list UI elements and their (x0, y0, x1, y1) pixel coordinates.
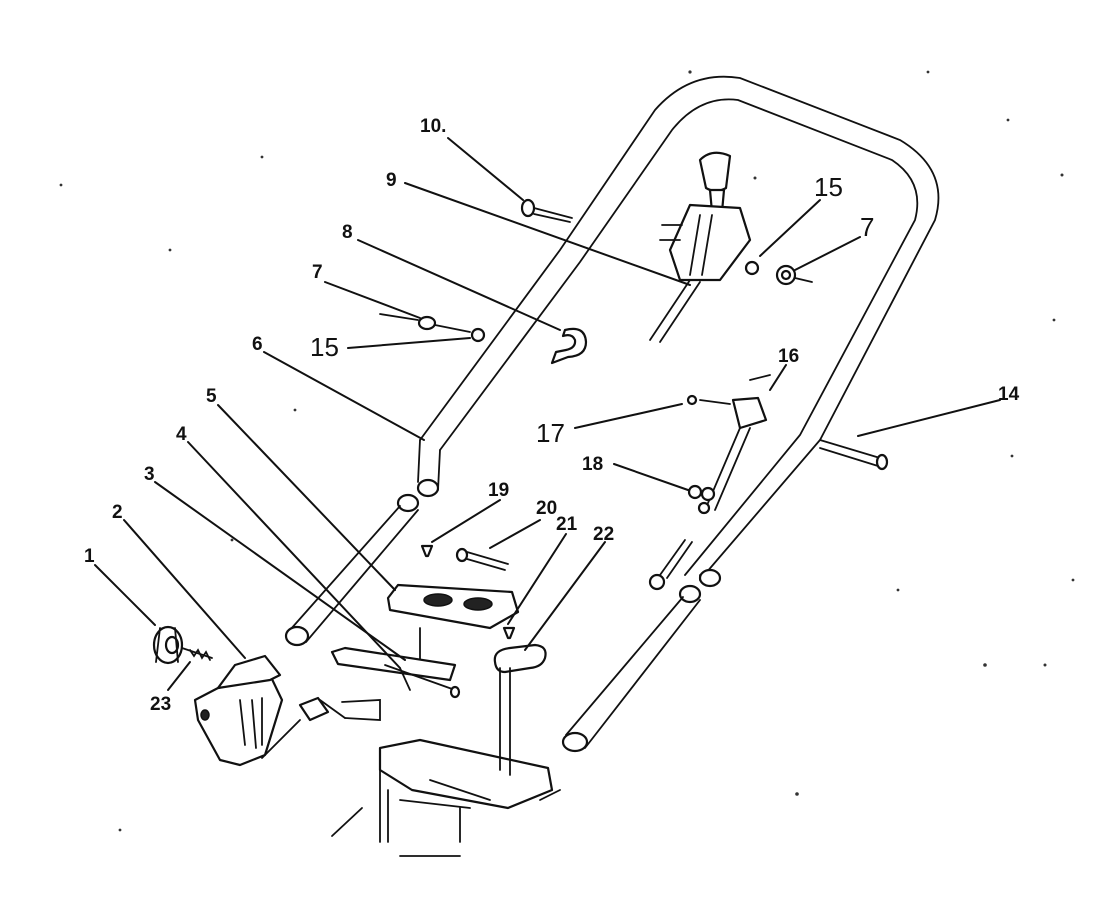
label-part-15-right: 15 (814, 172, 843, 202)
label-part-2: 2 (112, 502, 123, 523)
label-part-9: 9 (386, 170, 397, 191)
upper-handle (416, 75, 940, 588)
label-part-18: 18 (582, 454, 603, 475)
label-part-6: 6 (252, 334, 263, 355)
label-part-16: 16 (778, 346, 799, 367)
knob-assembly (152, 625, 213, 665)
label-part-3: 3 (144, 464, 155, 485)
lower-handle-right (561, 584, 702, 753)
label-part-7-left: 7 (312, 262, 323, 283)
label-part-20: 20 (536, 498, 557, 519)
lower-handle-left (284, 493, 420, 647)
label-part-5: 5 (206, 386, 217, 407)
label-part-7-right: 7 (860, 212, 874, 242)
handle-mount-bracket (193, 654, 284, 767)
callout-labels: 1 2 3 4 5 6 7 8 9 10. 15 15 7 14 16 17 1… (84, 116, 1020, 715)
throttle-control (649, 151, 752, 343)
label-part-21: 21 (556, 514, 578, 535)
leader-lines (94, 137, 1001, 691)
label-part-23: 23 (150, 694, 171, 715)
cable-clamp (648, 374, 771, 591)
label-part-4: 4 (176, 424, 187, 445)
hardware (379, 198, 889, 674)
label-part-14: 14 (998, 384, 1020, 405)
label-part-19: 19 (488, 480, 509, 501)
label-part-17: 17 (536, 418, 565, 448)
label-part-10: 10. (420, 116, 446, 137)
deck-base (261, 667, 561, 857)
label-part-1: 1 (84, 546, 95, 567)
label-part-15-left: 15 (310, 332, 339, 362)
pivot-bar (330, 646, 461, 699)
bracket-plate (386, 583, 520, 671)
label-part-8: 8 (342, 222, 353, 243)
label-part-22: 22 (593, 524, 614, 545)
scan-specks (59, 70, 1075, 832)
